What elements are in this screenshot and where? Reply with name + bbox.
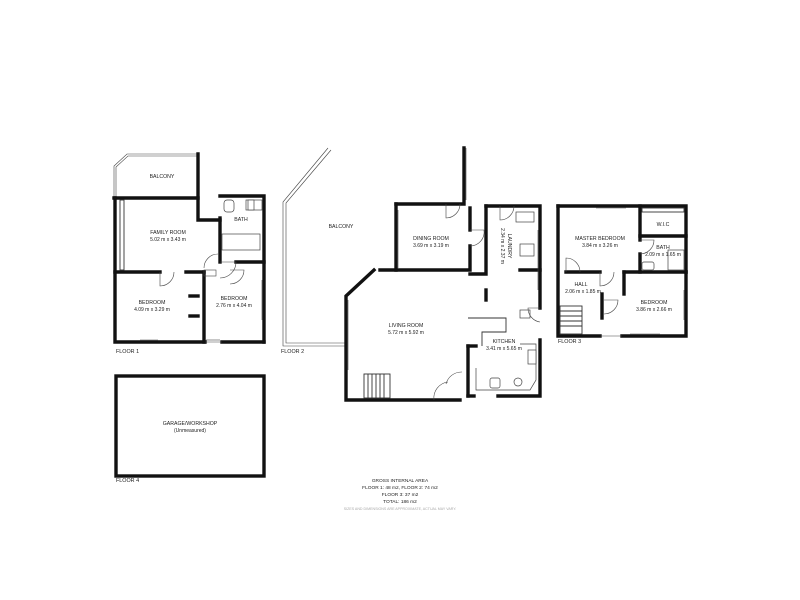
floor-3-windows	[596, 207, 685, 335]
shower	[667, 249, 685, 271]
floor-1-plan	[112, 152, 266, 344]
floor-1-balcony-outline	[113, 153, 198, 198]
floor-2-balcony-label: BALCONY	[329, 224, 354, 230]
floor-2-living-room-dims: 5.72 m x 5.92 m	[388, 330, 424, 336]
floor-3-fixtures	[641, 207, 685, 271]
floor-3-plan	[556, 204, 688, 338]
floor-1-bedroom-right-label: BEDROOM	[221, 296, 248, 302]
floor-1-family-room-dims: 5.02 m x 3.43 m	[150, 237, 186, 243]
floor-3-master-bedroom-dims: 3.84 m x 3.26 m	[582, 243, 618, 249]
floor-1-label: FLOOR 1	[116, 349, 139, 355]
floor-2-dining-room-dims: 3.69 m x 3.19 m	[413, 243, 449, 249]
floor-2-kitchen-dims: 3.41 m x 5.65 m	[486, 346, 522, 352]
floor-1-bedroom-right-dims: 2.76 m x 4.04 m	[216, 303, 252, 309]
floor-3-hall-dims: 2.06 m x 1.85 m	[565, 289, 601, 295]
floor-1-balcony-label: BALCONY	[150, 174, 175, 180]
floor-3-stairs	[559, 305, 583, 335]
floor-3-bath-dims: 2.09 m x 1.65 m	[645, 252, 681, 258]
toilet	[223, 199, 235, 213]
area-summary-line-2: FLOOR 3: 37 m2	[382, 492, 419, 498]
floor-2-walls	[344, 146, 542, 402]
area-summary-disclaimer: SIZES AND DIMENSIONS ARE APPROXIMATE, AC…	[344, 507, 457, 511]
floor-2-balcony-outline	[282, 147, 467, 347]
kitchen-sink	[489, 377, 501, 389]
floor-4-garage-note: (Unmeasured)	[174, 428, 206, 434]
floor-3-doors	[565, 239, 655, 337]
floor-1-windows	[140, 280, 263, 341]
floor-2-stairs	[363, 373, 391, 399]
floor-3-master-bedroom-label: MASTER BEDROOM	[575, 236, 625, 242]
cooktop	[527, 349, 537, 365]
floor-1-bath-label: BATH	[234, 217, 248, 223]
area-summary-line-1: FLOOR 1: 48 m2, FLOOR 2: 74 m2	[362, 485, 438, 491]
floor-2-dining-room-label: DINING ROOM	[413, 236, 449, 242]
floor-2-laundry-dims: 2.34 m x 2.37 m	[499, 228, 505, 264]
floor-3-wic-label: W.I.C	[657, 222, 670, 228]
floor-1-walls	[112, 152, 266, 344]
floor-2-label: FLOOR 2	[281, 349, 304, 355]
floor-4-label: FLOOR 4	[116, 478, 139, 484]
floor-2-living-room-label: LIVING ROOM	[389, 323, 424, 329]
floor-2-doors	[433, 203, 541, 401]
floor-1-doors	[159, 253, 245, 343]
floor-4-plan	[114, 374, 266, 478]
area-summary-title: GROSS INTERNAL AREA	[372, 478, 429, 484]
floor-1-bedroom-left-label: BEDROOM	[139, 300, 166, 306]
bath-tub	[221, 233, 261, 251]
floor-1-fixtures	[119, 199, 263, 277]
floor-1-bedroom-left-dims: 4.09 m x 3.29 m	[134, 307, 170, 313]
floor-3-hall-label: HALL	[575, 282, 588, 288]
floor-3-bedroom-label: BEDROOM	[641, 300, 668, 306]
floor-2-kitchen-fixtures	[468, 211, 537, 391]
floor-1-family-room-label: FAMILY ROOM	[150, 230, 186, 236]
floor-3-walls	[556, 204, 688, 338]
toilet	[641, 261, 655, 271]
area-summary-total: TOTAL: 186 m2	[383, 499, 417, 505]
floor-4-garage-label: GARAGE/WORKSHOP	[163, 421, 218, 427]
garage-outline	[114, 374, 266, 478]
floor-3-bath-label: BATH	[656, 245, 670, 251]
floor-2-plan	[282, 146, 542, 402]
floor-2-laundry-label: LAUNDRY	[506, 234, 512, 259]
floor-3-bedroom-dims: 3.86 m x 2.66 m	[636, 307, 672, 313]
floor-3-label: FLOOR 3	[558, 339, 581, 345]
floor-2-windows	[347, 210, 539, 370]
floor-2-kitchen-label: KITCHEN	[493, 339, 516, 345]
laundry-tub	[515, 211, 535, 223]
